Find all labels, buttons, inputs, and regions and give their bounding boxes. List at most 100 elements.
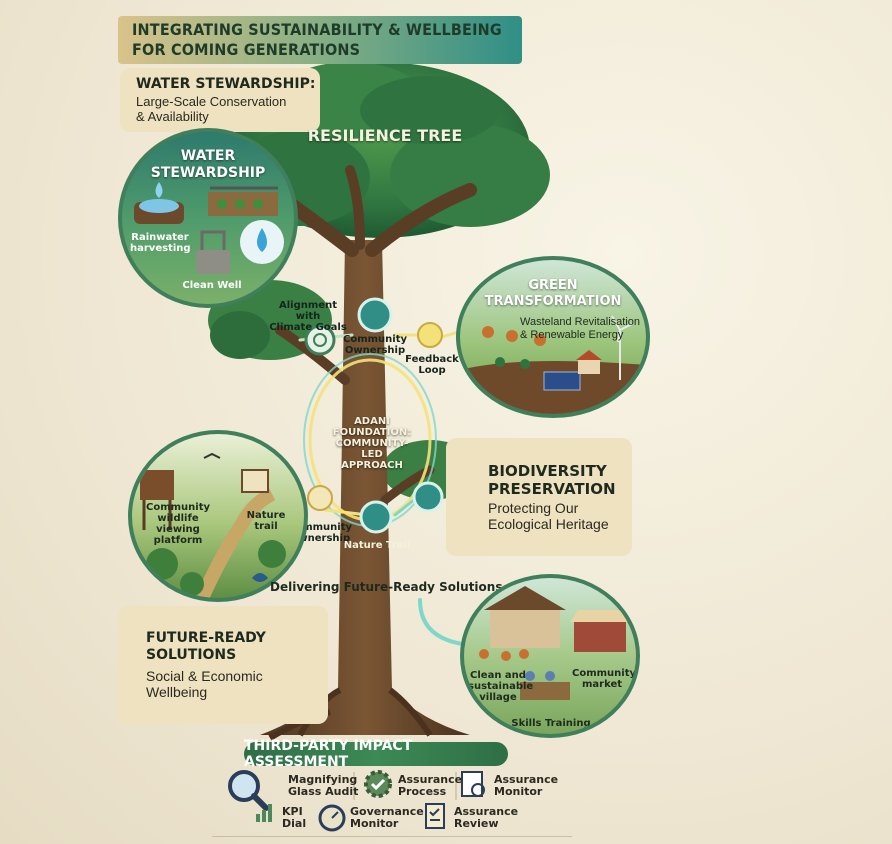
footer-item-5-l1: Governance bbox=[350, 805, 424, 818]
footer-item-1: Magnifying Glass Audit bbox=[288, 774, 358, 798]
core-approach-label: ADANI FOUNDATION: COMMUNITY-LED APPROACH bbox=[330, 416, 414, 471]
green-circle-title-1: GREEN bbox=[528, 278, 578, 293]
droplet-icon bbox=[155, 182, 163, 198]
platform-label-1: Community bbox=[145, 502, 210, 513]
water-stewardship-panel bbox=[120, 68, 320, 132]
gear-check-icon bbox=[364, 770, 392, 798]
rainwater-label: Rainwater harvesting bbox=[130, 232, 191, 254]
footer-item-5-l2: Monitor bbox=[350, 817, 399, 830]
alignment-label-2: Climate Goals bbox=[269, 322, 347, 333]
footer-item-1-l1: Magnifying bbox=[288, 773, 358, 786]
community-bottom-label-1: Community bbox=[288, 522, 353, 533]
bar-chart-icon bbox=[256, 804, 272, 822]
biodiversity-panel bbox=[446, 438, 632, 556]
rainwater-label-2: harvesting bbox=[130, 243, 191, 254]
footer-banner: THIRD-PARTY IMPACT ASSESSMENT bbox=[244, 738, 508, 770]
footer-item-6: Assurance Review bbox=[454, 806, 518, 830]
water-panel-line-1: Large-Scale Conservation bbox=[136, 94, 287, 109]
village-label-3: village bbox=[479, 692, 517, 703]
document-search-icon bbox=[461, 771, 485, 797]
doc-node-icon bbox=[412, 481, 444, 513]
green-scene bbox=[460, 315, 646, 414]
water-scene bbox=[134, 182, 284, 274]
header-line-1: INTEGRATING SUSTAINABILITY & WELLBEING bbox=[132, 20, 502, 39]
assessment-items: Magnifying Glass Audit Assurance Process… bbox=[226, 766, 566, 836]
green-circle-subtitle: Wasteland Revitalisation & Renewable Ene… bbox=[520, 316, 646, 342]
green-circle-sub-2: & Renewable Energy bbox=[520, 329, 624, 341]
footer-item-5: Governance Monitor bbox=[350, 806, 424, 830]
community-market-label: Community market bbox=[572, 668, 637, 690]
village-scene bbox=[479, 586, 630, 700]
future-ready-panel bbox=[118, 606, 328, 724]
community-top-label-2: Ownership bbox=[344, 345, 406, 356]
bio-sub-2: Ecological Heritage bbox=[488, 516, 609, 532]
green-transformation-circle: GREEN TRANSFORMATION Wasteland Revitalis… bbox=[456, 256, 650, 418]
future-sub-2: Wellbeing bbox=[146, 684, 208, 700]
core-label-1: ADANI bbox=[354, 416, 390, 427]
feedback-label-2: Loop bbox=[418, 365, 446, 376]
green-circle-title: GREEN TRANSFORMATION bbox=[460, 278, 646, 310]
assessment-icons bbox=[228, 770, 485, 832]
footer-item-3-l1: Assurance bbox=[494, 773, 559, 786]
platform-label-3: platform bbox=[153, 535, 203, 546]
bird-icon bbox=[252, 573, 268, 582]
market-label-1: Community bbox=[572, 668, 637, 679]
feedback-node-icon bbox=[417, 322, 443, 348]
footer-title: THIRD-PARTY IMPACT ASSESSMENT bbox=[244, 738, 413, 770]
nature-node-icon bbox=[359, 500, 393, 534]
water-panel-title: WATER STEWARDSHIP: bbox=[136, 76, 316, 92]
footer-item-6-l2: Review bbox=[454, 817, 499, 830]
clean-well-label: Clean Well bbox=[182, 280, 242, 291]
village-label-2: sustainable bbox=[468, 681, 534, 692]
footer-divider bbox=[212, 836, 572, 837]
community-bottom-label-2: Ownership bbox=[289, 533, 351, 544]
green-circle-title-2: TRANSFORMATION bbox=[484, 294, 622, 309]
wildlife-platform-label: Community wildlife viewing platform bbox=[136, 502, 220, 546]
bio-title-1: BIODIVERSITY bbox=[488, 462, 607, 480]
alignment-label-1: Alignment with bbox=[279, 300, 337, 322]
delivering-label: Delivering Future-Ready Solutions bbox=[270, 580, 503, 594]
footer-item-4-l2: Dial bbox=[282, 817, 307, 830]
water-drop-icon bbox=[257, 228, 267, 252]
water-panel-line-2: & Availability bbox=[136, 109, 209, 124]
footer-item-4: KPI Dial bbox=[282, 806, 306, 830]
alignment-node-label: Alignment with Climate Goals bbox=[268, 300, 348, 333]
magnifier-icon bbox=[228, 770, 269, 811]
footer-item-6-l1: Assurance bbox=[454, 805, 519, 818]
nature-trail-node-label: Nature Trail bbox=[343, 540, 411, 551]
house-icon bbox=[484, 586, 566, 610]
footer-item-1-l2: Glass Audit bbox=[288, 785, 359, 798]
water-circle-title: WATER STEWARDSHIP bbox=[122, 148, 294, 182]
footer-item-2-l1: Assurance bbox=[398, 773, 463, 786]
water-circle-title-1: WATER bbox=[180, 148, 236, 164]
core-label-4: APPROACH bbox=[341, 460, 403, 471]
future-panel-subtitle: Social & Economic Wellbeing bbox=[146, 668, 263, 700]
community-bottom-label: Community Ownership bbox=[288, 522, 352, 544]
water-panel-subtitle: Large-Scale Conservation & Availability bbox=[136, 94, 286, 124]
tree-title: RESILIENCE TREE bbox=[307, 126, 463, 145]
biodiversity-scene bbox=[140, 452, 286, 598]
community-bottom-node-icon bbox=[307, 485, 333, 511]
water-stewardship-circle: WATER STEWARDSHIP Rainwater harvesting C… bbox=[118, 128, 298, 308]
header-banner: INTEGRATING SUSTAINABILITY & WELLBEING F… bbox=[118, 16, 522, 64]
skills-training-label: Skills Training bbox=[511, 718, 591, 729]
feedback-loop-label: Feedback Loop bbox=[404, 354, 460, 376]
biodiversity-panel-subtitle: Protecting Our Ecological Heritage bbox=[488, 500, 609, 532]
future-title-2: SOLUTIONS bbox=[146, 647, 237, 663]
core-label-2: FOUNDATION: bbox=[332, 427, 412, 438]
community-top-label: Community Ownership bbox=[340, 334, 410, 356]
clock-dial-icon bbox=[318, 804, 346, 832]
footer-item-4-l1: KPI bbox=[282, 805, 303, 818]
water-circle-title-2: STEWARDSHIP bbox=[150, 165, 266, 181]
future-sub-1: Social & Economic bbox=[146, 668, 263, 684]
market-label-2: market bbox=[581, 679, 623, 690]
clean-village-label: Clean and sustainable village bbox=[468, 670, 534, 703]
village-label-1: Clean and bbox=[470, 670, 526, 681]
future-title-1: FUTURE-READY bbox=[146, 630, 266, 646]
footer-item-2: Assurance Process bbox=[398, 774, 462, 798]
viewing-platform-icon bbox=[140, 470, 174, 500]
target-node-icon bbox=[304, 324, 336, 356]
bio-sub-1: Protecting Our bbox=[488, 500, 579, 516]
community-node-icon bbox=[357, 297, 393, 333]
